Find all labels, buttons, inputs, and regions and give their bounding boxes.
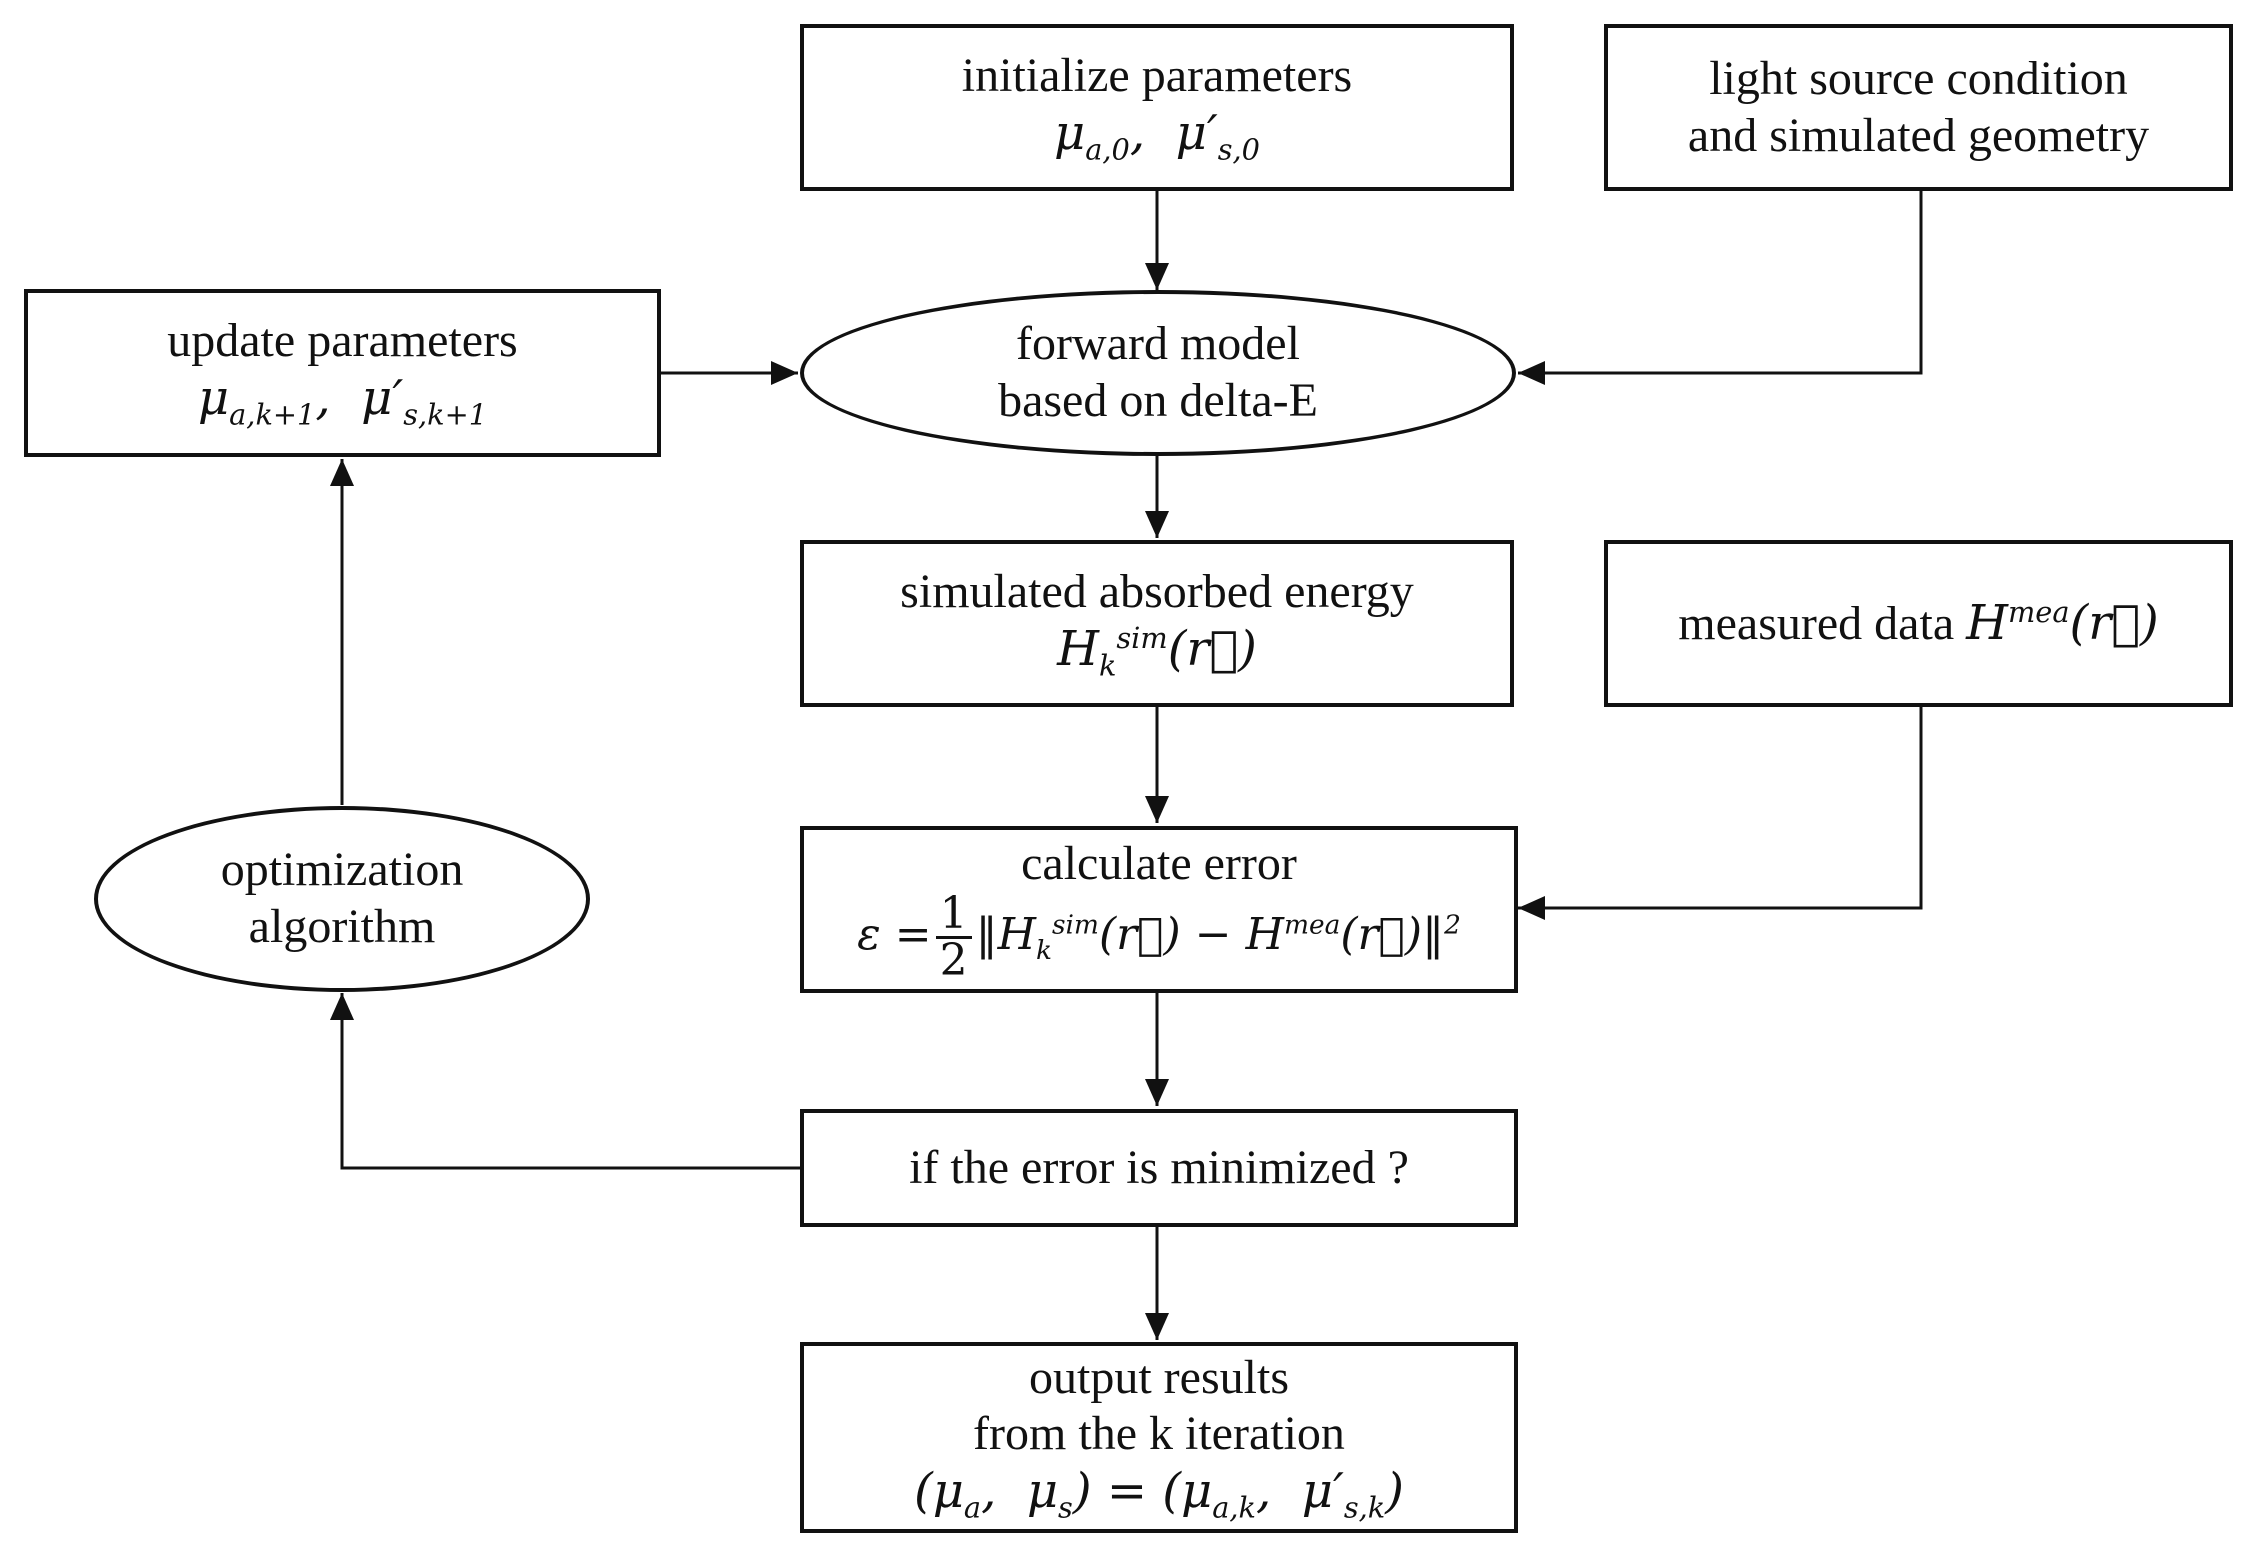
simulated-energy-formula: Hksim(r⃗) — [1057, 620, 1257, 683]
light-source-line1: light source condition — [1709, 51, 2128, 105]
output-line2: from the k iteration — [973, 1407, 1345, 1461]
arrow-measured-to-error — [1518, 707, 1923, 920]
output-line1: output results — [1029, 1350, 1289, 1404]
arrow-decision-to-optimization — [330, 993, 800, 1170]
calculate-error-title: calculate error — [1021, 836, 1297, 890]
optimization-line1: optimization — [220, 843, 464, 897]
output-results-box: output results from the k iteration (μa,… — [800, 1342, 1518, 1533]
forward-model-ellipse: forward model based on delta-E — [800, 290, 1516, 456]
update-formula: μa,k+1, μ′s,k+1 — [197, 370, 488, 432]
optimization-line2: algorithm — [248, 900, 436, 953]
simulated-energy-box: simulated absorbed energy Hksim(r⃗) — [800, 540, 1514, 707]
measured-data-box: measured data Hmea(r⃗) — [1604, 540, 2233, 707]
update-parameters-box: update parameters μa,k+1, μ′s,k+1 — [24, 289, 661, 457]
output-formula: (μa, μs) = (μa,k, μ′s,k) — [913, 1462, 1404, 1525]
measured-data-label: measured data Hmea(r⃗) — [1678, 595, 2158, 653]
arrow-light-source-to-forward — [1518, 191, 1923, 385]
light-source-box: light source condition and simulated geo… — [1604, 24, 2233, 191]
forward-model-line1: forward model — [1016, 317, 1300, 371]
forward-model-line2: based on delta-E — [998, 374, 1318, 427]
optimization-algorithm-ellipse: optimization algorithm — [94, 806, 590, 992]
decision-label: if the error is minimized ? — [909, 1140, 1409, 1194]
initialize-title: initialize parameters — [961, 48, 1353, 102]
initialize-formula: μa,0, μ′s,0 — [1054, 104, 1260, 167]
update-title: update parameters — [167, 314, 518, 368]
initialize-parameters-box: initialize parameters μa,0, μ′s,0 — [800, 24, 1514, 191]
simulated-energy-title: simulated absorbed energy — [900, 564, 1414, 618]
light-source-line2: and simulated geometry — [1687, 108, 2150, 162]
measured-data-text: measured data — [1678, 596, 1955, 650]
decision-box: if the error is minimized ? — [800, 1109, 1518, 1227]
measured-data-formula: Hmea(r⃗) — [1966, 594, 2159, 651]
